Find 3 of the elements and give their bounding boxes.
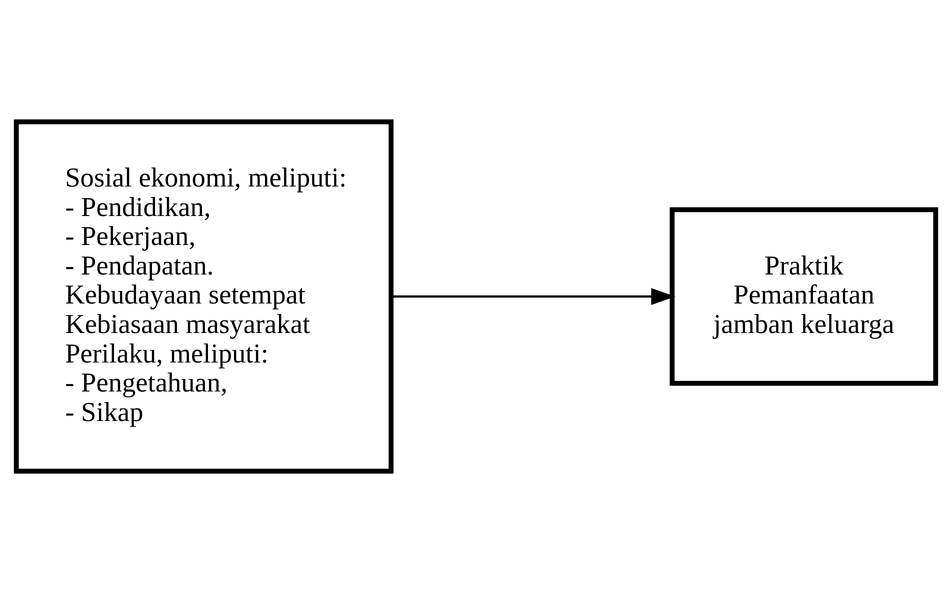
arrow: [392, 288, 676, 305]
node-box: Sosial ekonomi, meliputi: - Pendidikan, - Pekerjaan, - Pendapatan. Kebudayaan setempat Kebiasaan masyarakat Perilaku, meliputi: - Pengetahuan, - Sikap: [14, 119, 394, 474]
node-box: Praktik Pemanfaatan jamban keluarga: [670, 207, 938, 386]
